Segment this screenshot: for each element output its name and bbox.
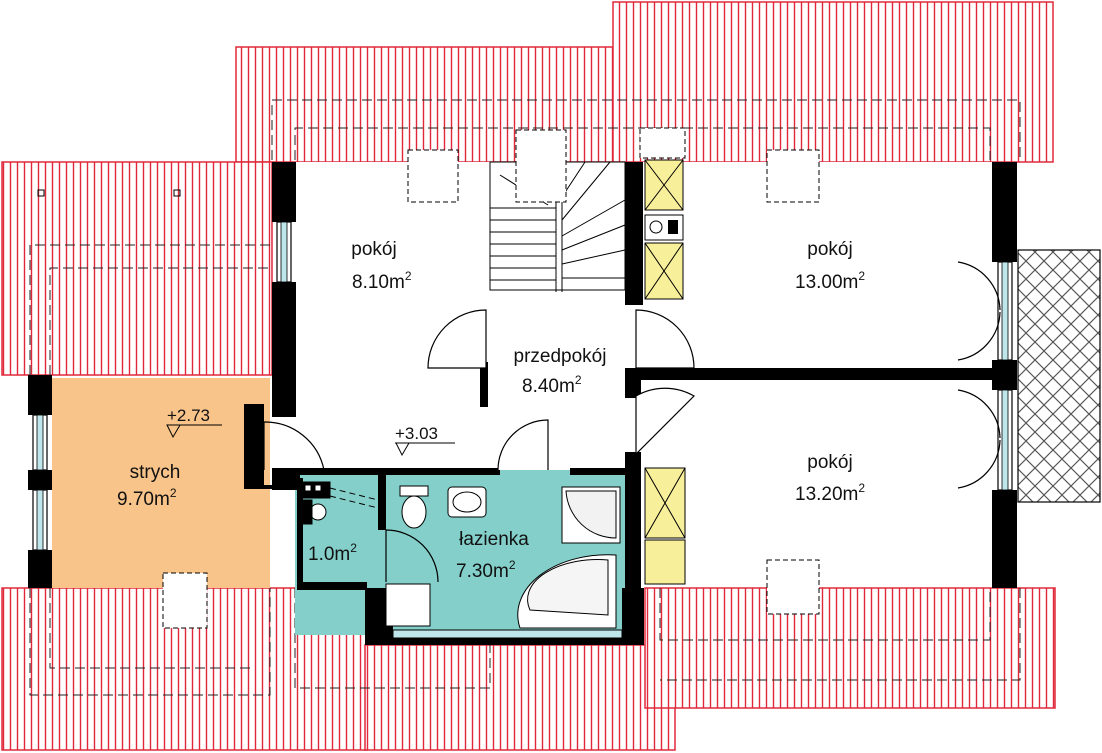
room-area-pokoj-c: 13.20m2 bbox=[795, 481, 865, 505]
roof-top bbox=[235, 1, 1054, 163]
room-area-pokoj-b: 13.00m2 bbox=[795, 269, 865, 293]
svg-text:+2.73: +2.73 bbox=[167, 406, 210, 425]
roof-mark bbox=[37, 189, 45, 197]
room-label-lazienka: łazienka bbox=[459, 529, 529, 550]
roof-left bbox=[1, 161, 273, 376]
room-area-schowek: 1.0m2 bbox=[308, 541, 357, 565]
room-label-strych: strych bbox=[130, 462, 181, 483]
room-area-przedpokoj: 8.40m2 bbox=[522, 373, 582, 397]
storage-dashed bbox=[329, 487, 379, 509]
room-label-pokoj-a: pokój bbox=[351, 239, 396, 260]
windows bbox=[32, 221, 1013, 639]
strych-floor bbox=[52, 378, 270, 588]
socket-icon bbox=[998, 525, 1008, 535]
room-label-przedpokoj: przedpokój bbox=[514, 346, 607, 367]
roof-windows bbox=[162, 127, 820, 629]
room-area-strych: 9.70m2 bbox=[117, 486, 177, 510]
level-marker-strych: +2.73 bbox=[166, 406, 222, 439]
chimney bbox=[644, 159, 686, 585]
hall-floor bbox=[272, 405, 632, 470]
bathroom-fixtures bbox=[299, 481, 621, 629]
doors bbox=[263, 261, 1001, 583]
svg-text:+3.03: +3.03 bbox=[395, 424, 438, 443]
roof-bottom bbox=[1, 587, 1056, 751]
room-area-lazienka: 7.30m2 bbox=[456, 558, 516, 582]
room-c-floor bbox=[640, 382, 995, 587]
balcony bbox=[1017, 249, 1101, 503]
room-label-pokoj-b: pokój bbox=[807, 239, 852, 260]
room-area-pokoj-a: 8.10m2 bbox=[352, 269, 412, 293]
level-marker-hall: +3.03 bbox=[395, 424, 455, 457]
room-label-pokoj-c: pokój bbox=[807, 452, 852, 473]
roof-mark bbox=[173, 189, 181, 197]
